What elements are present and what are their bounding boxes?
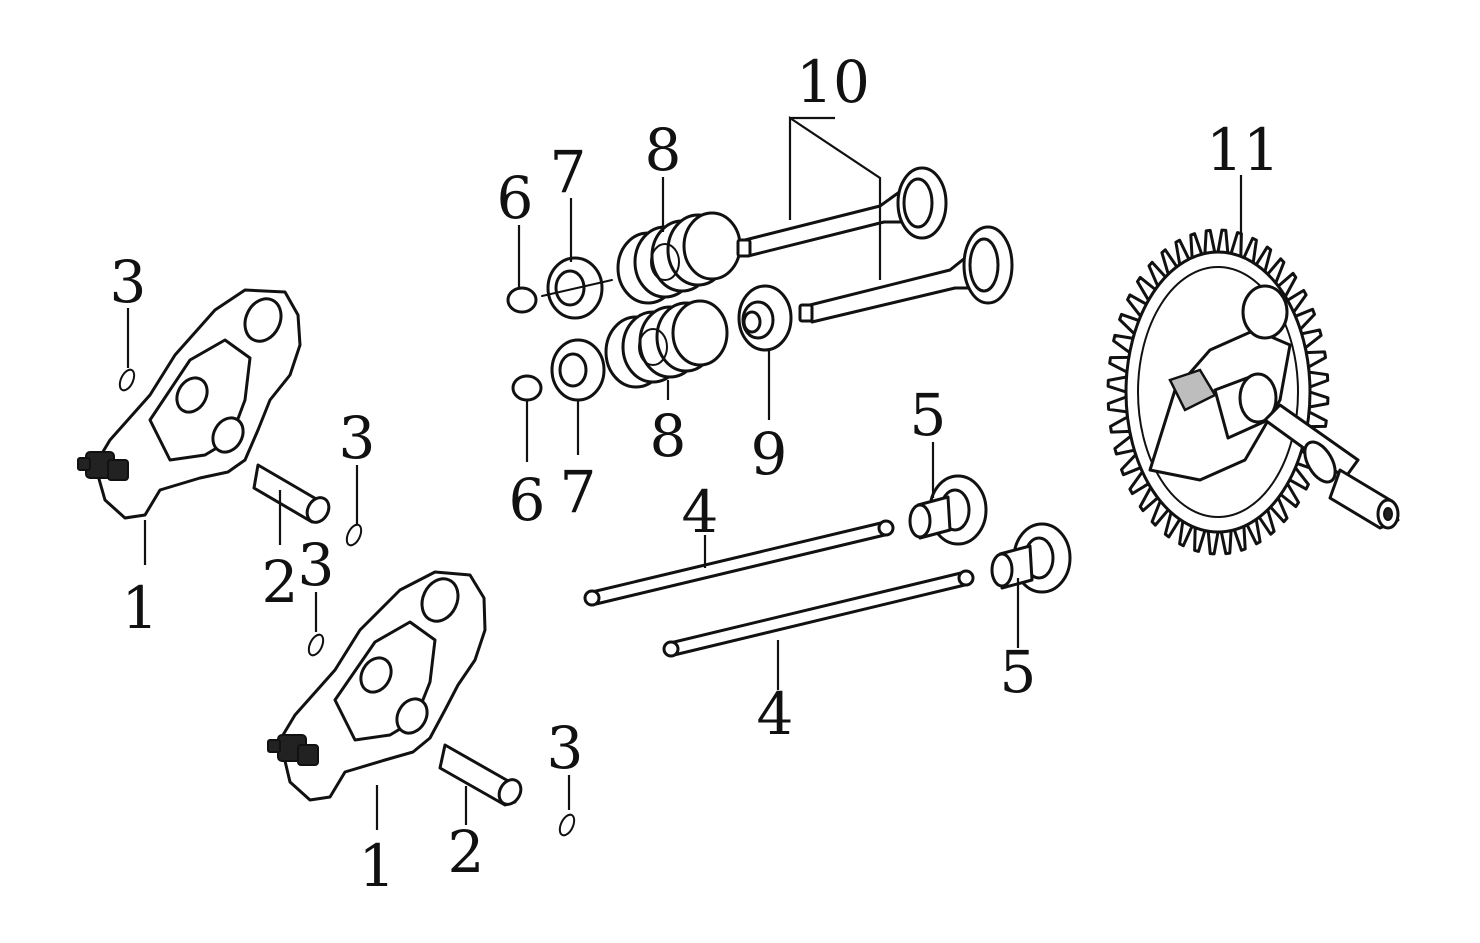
valve-spring-upper <box>616 211 742 305</box>
callout-valve-cap: 6 <box>497 164 534 232</box>
callout-spring-retainer: 7 <box>550 138 587 206</box>
callout-rocker-shaft: 2 <box>262 548 299 616</box>
circlip-upper-2 <box>345 523 363 547</box>
rocker-arm-upper <box>77 288 302 520</box>
spring-retainer-upper <box>541 256 613 320</box>
callout-circlip: 3 <box>547 714 584 782</box>
rocker-shaft-upper <box>252 463 331 524</box>
callout-circlip: 3 <box>298 531 335 599</box>
tappet-lower <box>990 522 1072 594</box>
callout-rocker-arm: 1 <box>122 574 159 642</box>
spring-retainer-lower <box>550 338 606 402</box>
valve-spring-lower <box>604 299 729 389</box>
rocker-arm-lower <box>267 570 487 802</box>
callout-circlip: 3 <box>339 404 376 472</box>
callout-camshaft: 11 <box>1206 116 1280 184</box>
callout-push-rod: 4 <box>682 478 719 546</box>
circlip-upper-1 <box>118 368 136 392</box>
callout-rocker-shaft: 2 <box>448 818 485 886</box>
valve-upper <box>736 166 948 258</box>
callout-valve: 10 <box>796 48 870 116</box>
circlip-lower-1 <box>307 633 325 657</box>
callout-push-rod: 4 <box>757 680 794 748</box>
callout-circlip: 3 <box>110 248 147 316</box>
callout-tappet: 5 <box>910 381 947 449</box>
valve-seal <box>737 284 793 352</box>
callout-tappet: 5 <box>1000 638 1037 706</box>
callout-valve-seal: 9 <box>751 420 788 488</box>
callout-spring-retainer: 7 <box>560 458 597 526</box>
valve-cap-upper <box>506 286 538 314</box>
callout-valve-spring: 8 <box>650 402 687 470</box>
callout-rocker-arm: 1 <box>359 832 396 900</box>
push-rod-upper <box>583 519 895 607</box>
callout-valve-cap: 6 <box>509 466 546 534</box>
valve-lower <box>798 225 1014 324</box>
push-rod-lower <box>662 569 975 658</box>
callout-labels: 3 1 2 3 3 1 2 3 6 6 7 7 8 8 9 10 4 4 5 5… <box>110 48 1280 900</box>
rocker-shaft-lower <box>438 743 523 807</box>
tappet-upper <box>908 474 988 546</box>
circlip-lower-2 <box>558 813 576 837</box>
leader-lines <box>126 115 1243 830</box>
callout-valve-spring: 8 <box>645 116 682 184</box>
camshaft-gear <box>1106 228 1400 556</box>
valve-cap-lower <box>511 374 543 402</box>
